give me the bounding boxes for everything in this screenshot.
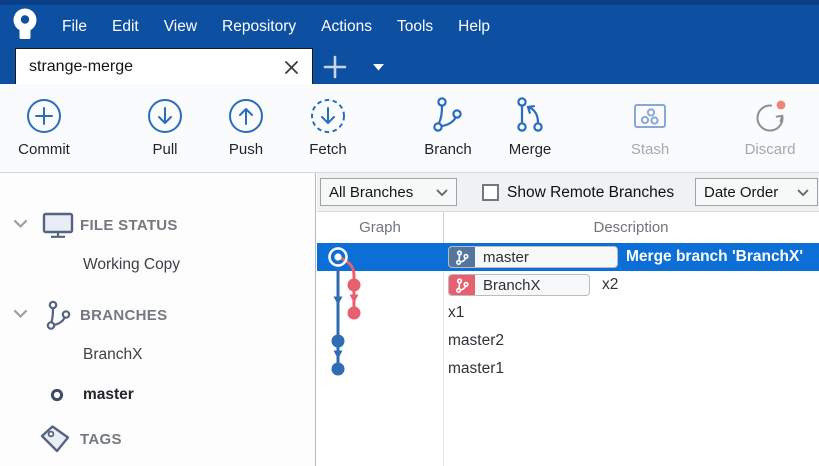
commit-message: master2 — [448, 332, 504, 349]
branch-filter-dropdown[interactable]: All Branches — [320, 178, 457, 206]
close-icon[interactable] — [280, 56, 302, 78]
branchx-label: BranchX — [83, 346, 143, 363]
discard-icon — [728, 94, 812, 138]
fetch-label: Fetch — [309, 141, 347, 158]
section-label-tags: TAGS — [80, 430, 122, 448]
sourcetree-logo — [8, 7, 42, 48]
pull-icon — [123, 94, 207, 138]
sidebar-item-branchx[interactable]: BranchX — [0, 341, 315, 369]
log-table-header: Graph Description — [317, 212, 819, 243]
menu-repository[interactable]: Repository — [222, 17, 297, 35]
commit-row-merge[interactable]: master Merge branch 'BranchX' — [317, 243, 819, 271]
chevron-down-icon[interactable] — [13, 306, 28, 324]
show-remote-branches-label: Show Remote Branches — [507, 183, 675, 201]
sidebar: FILE STATUS Working Copy — [0, 173, 316, 466]
stash-button: Stash — [608, 94, 692, 158]
fetch-button[interactable]: Fetch — [286, 94, 370, 158]
tab-strange-merge[interactable]: strange-merge — [15, 48, 313, 85]
branch-label: Branch — [424, 141, 472, 158]
window-top-edge — [0, 0, 819, 5]
commit-row-master2[interactable]: master2 — [317, 327, 819, 355]
master-label: master — [83, 386, 134, 403]
sort-order-dropdown[interactable]: Date Order — [695, 178, 818, 206]
discard-label: Discard — [744, 141, 796, 158]
sidebar-section-tags[interactable]: TAGS — [0, 425, 315, 453]
commit-row-x2[interactable]: BranchX x2 — [317, 271, 819, 299]
sidebar-item-master[interactable]: master — [0, 381, 315, 409]
push-label: Push — [228, 141, 264, 158]
section-label-file-status: FILE STATUS — [80, 216, 178, 234]
chevron-down-icon — [436, 184, 448, 201]
merge-button[interactable]: Merge — [488, 94, 572, 158]
push-button[interactable]: Push — [204, 94, 288, 158]
column-header-description[interactable]: Description — [593, 219, 669, 236]
merge-label: Merge — [508, 141, 552, 158]
working-copy-label: Working Copy — [83, 256, 181, 273]
commit-graph — [328, 247, 361, 376]
commit-row-master1[interactable]: master1 — [317, 355, 819, 383]
commit-message: Merge branch 'BranchX' — [626, 248, 804, 265]
tag-icon — [38, 424, 74, 460]
branch-filter-value: All Branches — [329, 183, 414, 201]
branch-badge-branchx: BranchX — [448, 274, 590, 296]
merge-icon — [488, 94, 572, 138]
sidebar-section-branches[interactable]: BRANCHES — [0, 300, 315, 330]
title-menu-bar: File Edit View Repository Actions Tools … — [0, 0, 819, 85]
monitor-icon — [42, 212, 74, 244]
log-view: All Branches Show Remote Branches Date O… — [317, 173, 819, 466]
menu-view[interactable]: View — [163, 17, 198, 35]
pull-label: Pull — [152, 141, 178, 158]
menu-tools[interactable]: Tools — [396, 17, 434, 35]
log-filter-bar: All Branches Show Remote Branches Date O… — [317, 173, 819, 212]
menu-help[interactable]: Help — [458, 17, 491, 35]
sidebar-section-file-status[interactable]: FILE STATUS — [0, 211, 315, 239]
toolbar: Commit Pull Push Fetch — [0, 84, 819, 173]
chevron-down-icon — [797, 184, 809, 201]
show-remote-branches-checkbox[interactable] — [482, 184, 499, 201]
chevron-down-icon[interactable] — [13, 216, 28, 234]
menu-bar: File Edit View Repository Actions Tools … — [62, 5, 490, 48]
pull-button[interactable]: Pull — [123, 94, 207, 158]
chevron-down-icon[interactable] — [370, 63, 386, 71]
section-label-branches: BRANCHES — [80, 306, 168, 324]
column-divider — [443, 271, 444, 466]
menu-file[interactable]: File — [62, 17, 87, 35]
badge-label: master — [483, 248, 529, 266]
stash-label: Stash — [630, 141, 670, 158]
commit-message: x1 — [448, 304, 465, 321]
column-header-graph[interactable]: Graph — [359, 219, 401, 236]
tab-title: strange-merge — [29, 58, 134, 75]
stash-icon — [608, 94, 692, 138]
branch-icon — [44, 300, 72, 336]
branch-button[interactable]: Branch — [406, 94, 490, 158]
push-icon — [204, 94, 288, 138]
commit-message: master1 — [448, 360, 504, 377]
commit-button[interactable]: Commit — [2, 94, 86, 158]
branch-icon — [406, 94, 490, 138]
commit-label: Commit — [18, 141, 70, 158]
sidebar-item-working-copy[interactable]: Working Copy — [0, 251, 315, 279]
discard-button: Discard — [728, 94, 812, 158]
branch-icon — [449, 247, 475, 267]
commit-row-x1[interactable]: x1 — [317, 299, 819, 327]
column-divider[interactable] — [443, 212, 444, 243]
commit-icon — [2, 94, 86, 138]
branch-icon — [449, 275, 475, 295]
branch-badge-master: master — [448, 246, 618, 268]
sort-order-value: Date Order — [704, 183, 779, 201]
menu-actions[interactable]: Actions — [321, 17, 372, 35]
badge-label: BranchX — [483, 276, 541, 294]
fetch-icon — [286, 94, 370, 138]
current-branch-icon — [50, 388, 64, 407]
commit-message: x2 — [602, 276, 619, 293]
plus-icon[interactable] — [322, 54, 348, 80]
menu-edit[interactable]: Edit — [111, 17, 139, 35]
